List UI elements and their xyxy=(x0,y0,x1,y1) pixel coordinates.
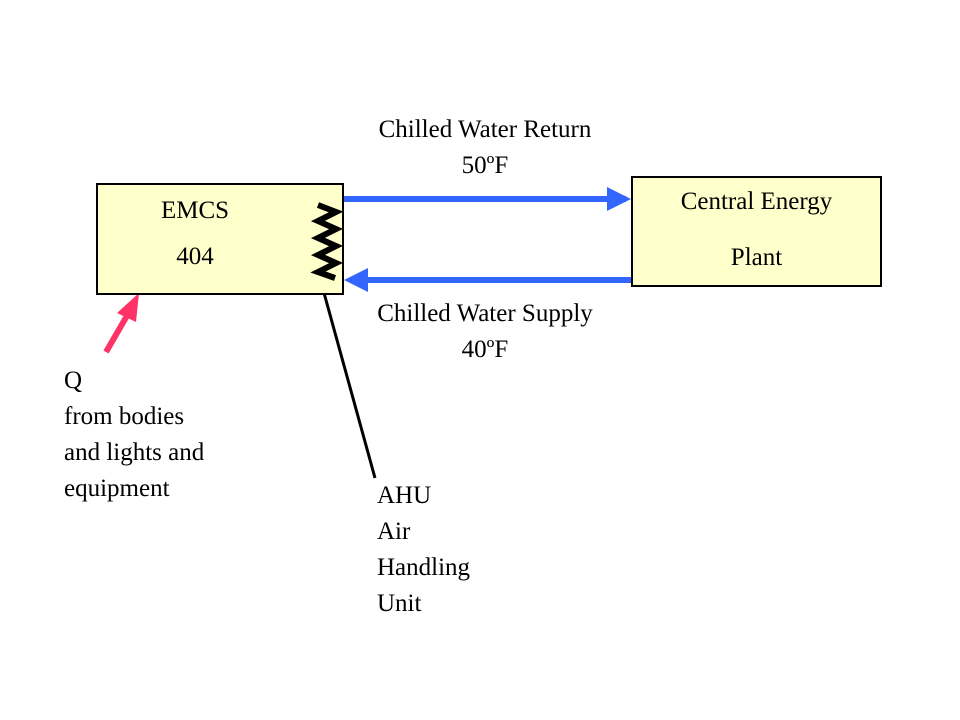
plant-label-line1: Central Energy xyxy=(680,188,833,215)
heat-label-line: equipment xyxy=(64,475,170,502)
heat-label-line: from bodies xyxy=(64,403,185,430)
return-label-line2: 50ºF xyxy=(461,152,509,179)
ahu-pointer-line xyxy=(319,281,377,479)
emcs-number: 404 xyxy=(176,243,214,270)
ahu-label-line: AHU xyxy=(377,482,432,509)
ahu-label-line: Air xyxy=(377,518,411,545)
heat-label-line: and lights and xyxy=(64,439,205,466)
return-label-line1: Chilled Water Return xyxy=(378,116,592,143)
cooling-coil-icon xyxy=(310,202,344,281)
heat-source-label: Q from bodies and lights and equipment xyxy=(64,363,204,507)
ahu-label-line: Handling xyxy=(377,554,471,581)
heat-arrow xyxy=(103,312,131,354)
heat-arrowhead xyxy=(117,293,139,322)
return-arrowhead xyxy=(607,187,631,211)
heat-label-line: Q xyxy=(64,367,83,394)
ahu-label: AHU Air Handling Unit xyxy=(377,478,470,622)
supply-arrowhead xyxy=(344,268,368,292)
emcs-box: EMCS 404 xyxy=(96,183,344,295)
emcs-title: EMCS xyxy=(160,197,230,224)
return-label: Chilled Water Return 50ºF xyxy=(330,112,640,184)
central-energy-plant-box: Central Energy Plant xyxy=(631,176,882,287)
supply-label: Chilled Water Supply 40ºF xyxy=(330,296,640,368)
plant-label-line2: Plant xyxy=(730,244,783,271)
ahu-label-line: Unit xyxy=(377,590,422,617)
supply-label-line1: Chilled Water Supply xyxy=(377,300,593,327)
supply-label-line2: 40ºF xyxy=(461,336,509,363)
